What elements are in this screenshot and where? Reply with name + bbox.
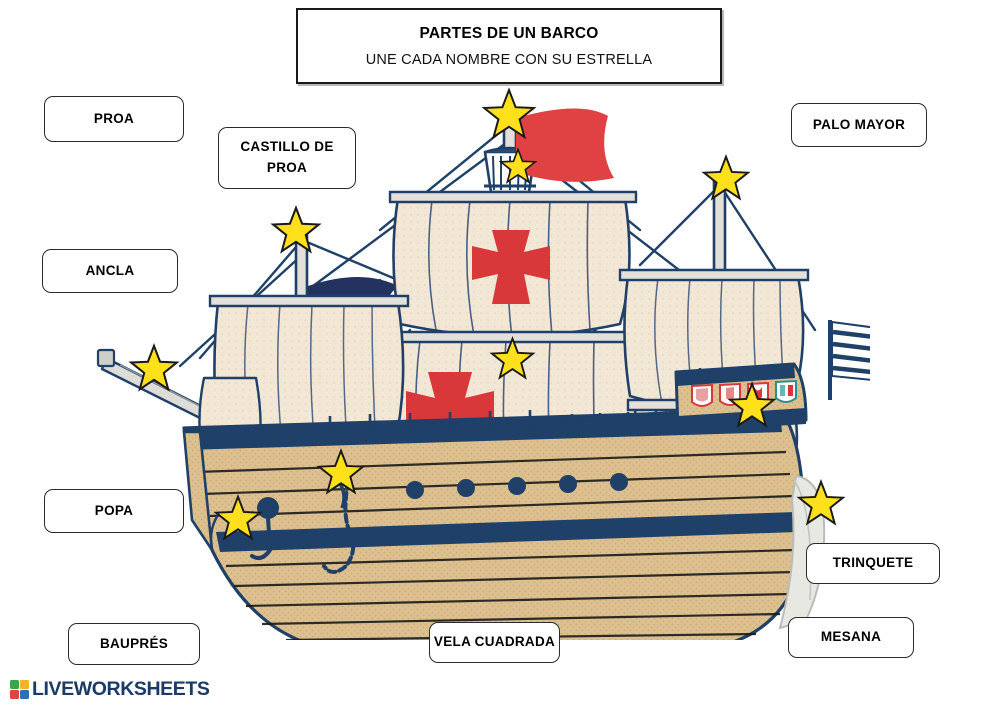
instruction-text: UNE CADA NOMBRE CON SU ESTRELLA — [365, 51, 653, 68]
star-bowsprit[interactable] — [128, 343, 180, 392]
logo-tile-blue — [20, 690, 29, 699]
label-castillo-de-proa[interactable]: CASTILLO DE PROA — [218, 127, 356, 189]
logo-tile-green — [10, 680, 19, 689]
label-palo-mayor[interactable]: PALO MAYOR — [791, 103, 927, 147]
label-vela-cuadrada-text: VELA CUADRADA — [433, 634, 556, 650]
star-crowsnest[interactable] — [498, 147, 538, 184]
star-anchor[interactable] — [316, 448, 366, 495]
label-ancla-text: ANCLA — [85, 262, 135, 278]
label-baupres[interactable]: BAUPRÉS — [68, 623, 200, 665]
label-trinquete[interactable]: TRINQUETE — [806, 543, 940, 584]
liveworksheets-grid-icon — [10, 680, 29, 699]
label-palo-mayor-text: PALO MAYOR — [812, 116, 906, 132]
liveworksheets-logo[interactable]: LIVEWORKSHEETS — [10, 678, 210, 701]
star-sterncastle[interactable] — [727, 381, 777, 428]
logo-tile-red — [10, 690, 19, 699]
hull — [182, 408, 806, 640]
star-mainsail[interactable] — [489, 335, 536, 380]
ship-illustration — [96, 108, 870, 640]
star-foretop[interactable] — [270, 205, 322, 254]
cross-emblem-top — [472, 230, 550, 304]
star-stern[interactable] — [796, 479, 846, 526]
page-title: PARTES DE UN BARCO — [419, 24, 599, 42]
pennant-flag-red — [516, 108, 614, 182]
deck-rail — [549, 410, 677, 434]
label-baupres-text: BAUPRÉS — [99, 635, 169, 651]
star-maintop[interactable] — [481, 87, 537, 140]
label-vela-cuadrada[interactable]: VELA CUADRADA — [429, 622, 560, 663]
main-topsail — [388, 190, 638, 339]
heraldic-shields — [691, 379, 797, 407]
logo-tile-yellow — [20, 680, 29, 689]
label-castillo-de-proa-text: CASTILLO DE PROA — [240, 139, 334, 175]
star-mizzentop[interactable] — [701, 154, 751, 201]
stern-castle — [674, 362, 808, 432]
title-box: PARTES DE UN BARCO UNE CADA NOMBRE CON S… — [296, 8, 722, 84]
star-bow[interactable] — [213, 494, 263, 541]
anchor — [250, 476, 356, 574]
label-ancla[interactable]: ANCLA — [42, 249, 178, 293]
label-mesana[interactable]: MESANA — [788, 617, 914, 658]
label-popa-text: POPA — [94, 502, 134, 518]
label-mesana-text: MESANA — [820, 629, 882, 645]
label-proa-text: PROA — [93, 110, 135, 126]
label-trinquete-text: TRINQUETE — [832, 555, 914, 571]
stern-striped-flag — [828, 320, 870, 400]
label-proa[interactable]: PROA — [44, 96, 184, 142]
label-popa[interactable]: POPA — [44, 489, 184, 533]
gun-ports — [406, 473, 628, 499]
liveworksheets-wordmark: LIVEWORKSHEETS — [32, 678, 210, 700]
